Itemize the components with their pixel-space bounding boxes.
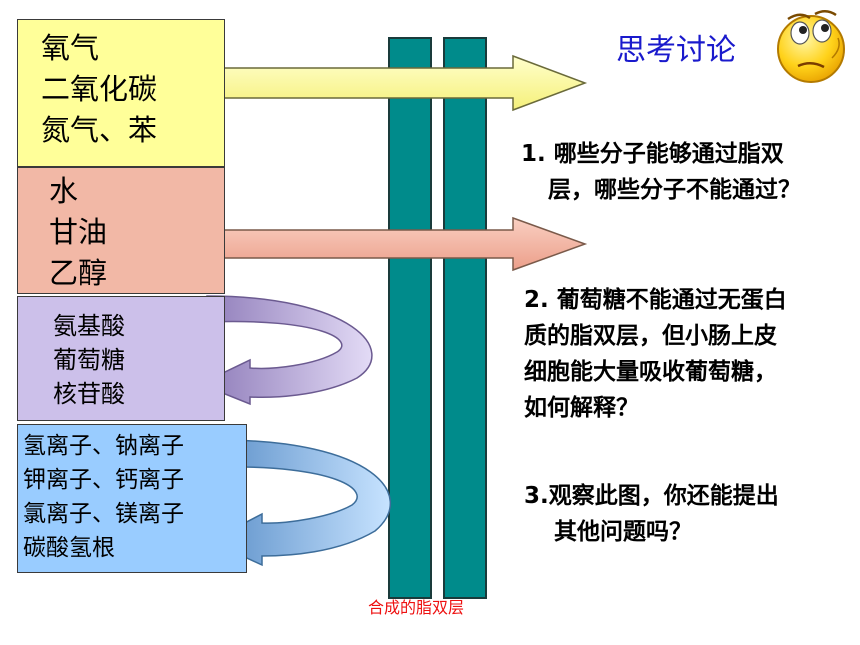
question-3: 3.观察此图，你还能提出 其他问题吗？ [524, 478, 779, 550]
ion-label: 碳酸氢根 [23, 535, 115, 561]
pass-through-arrow-icon [218, 54, 588, 112]
question-line: 其他问题吗？ [554, 519, 692, 545]
molecule-label: 氧气 [41, 31, 100, 65]
question-line: 2. 葡萄糖不能通过无蛋白 [524, 287, 787, 313]
thinking-face-icon [777, 10, 845, 83]
ion-label: 氯离子、镁离子 [23, 501, 184, 527]
gas-molecules-box: 氧气 二氧化碳 氮气、苯 [17, 19, 225, 167]
discussion-title: 思考讨论 [616, 33, 736, 68]
question-line: 如何解释？ [524, 395, 639, 421]
question-1: 1. 哪些分子能够通过脂双 层，哪些分子不能通过？ [521, 136, 801, 208]
question-line: 3.观察此图，你还能提出 [524, 483, 779, 509]
molecule-label: 核苷酸 [53, 380, 125, 408]
molecule-label: 甘油 [49, 215, 108, 249]
ion-label: 钾离子、钙离子 [23, 467, 184, 493]
ion-label: 氢离子、钠离子 [23, 433, 184, 459]
bounce-back-arrow-icon [208, 439, 392, 567]
question-line: 细胞能大量吸收葡萄糖， [524, 359, 777, 385]
question-line: 1. 哪些分子能够通过脂双 [521, 141, 784, 167]
question-line: 层，哪些分子不能通过？ [548, 177, 801, 203]
membrane-right-layer [443, 37, 487, 599]
large-polar-molecules-box: 氨基酸 葡萄糖 核苷酸 [17, 296, 225, 421]
question-2: 2. 葡萄糖不能通过无蛋白 质的脂双层，但小肠上皮 细胞能大量吸收葡萄糖， 如何… [524, 282, 787, 426]
molecule-label: 氮气、苯 [41, 113, 158, 147]
ions-box: 氢离子、钠离子 钾离子、钙离子 氯离子、镁离子 碳酸氢根 [17, 424, 247, 573]
membrane-left-layer [388, 37, 432, 599]
small-polar-molecules-box: 水 甘油 乙醇 [17, 167, 225, 294]
molecule-label: 葡萄糖 [53, 346, 125, 374]
membrane-caption: 合成的脂双层 [368, 598, 465, 617]
molecule-label: 水 [49, 174, 79, 208]
pass-through-arrow-icon [218, 216, 588, 272]
bounce-back-arrow-icon [198, 295, 373, 406]
question-line: 质的脂双层，但小肠上皮 [524, 323, 777, 349]
molecule-label: 乙醇 [49, 256, 108, 290]
molecule-label: 氨基酸 [53, 312, 125, 340]
molecule-label: 二氧化碳 [41, 72, 158, 106]
